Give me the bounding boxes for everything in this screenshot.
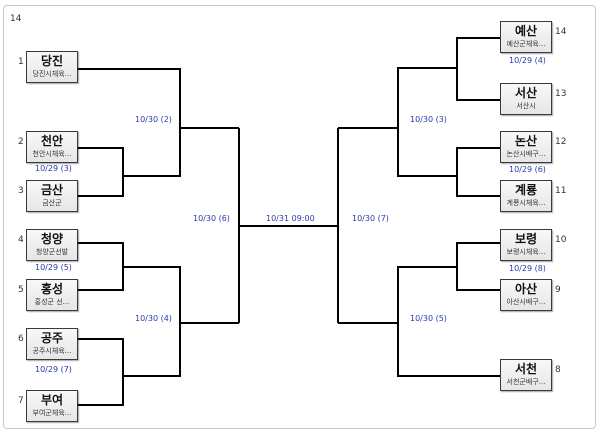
team-name: 공주 (40, 331, 64, 345)
match-date-left-r1-4v5: 10/29 (5) (35, 263, 72, 272)
team-subtitle: 공주시체육... (32, 347, 72, 355)
team-name: 당진 (40, 54, 64, 68)
team-subtitle: 천안시체육... (32, 150, 72, 158)
seed-label: 10 (555, 235, 567, 245)
team-name: 보령 (514, 232, 538, 246)
team-name: 서산 (514, 86, 538, 100)
bracket-frame: 14 (3, 5, 596, 429)
team-box-yesan[interactable]: 예산 예산군체육... (500, 21, 552, 53)
seed-label: 8 (555, 365, 561, 375)
match-date-right-r2-top: 10/30 (3) (410, 115, 447, 124)
match-date-left-r2-bottom: 10/30 (4) (135, 314, 172, 323)
team-subtitle: 예산군체육... (506, 40, 546, 48)
team-name: 계룡 (514, 183, 538, 197)
seed-label: 1 (18, 57, 24, 67)
team-box-cheonan[interactable]: 천안 천안시체육... (26, 131, 78, 163)
team-subtitle: 아산시배구... (506, 298, 546, 306)
team-subtitle: 당진시체육... (32, 70, 72, 78)
team-subtitle: 금산군 (42, 199, 62, 207)
match-date-right-r1-14v13: 10/29 (4) (509, 56, 546, 65)
team-box-boryeong[interactable]: 보령 보령시체육... (500, 229, 552, 261)
team-box-dangjin[interactable]: 당진 당진시체육... (26, 51, 78, 83)
team-name: 홍성 (40, 282, 64, 296)
team-subtitle: 논산시배구... (506, 150, 546, 158)
final-match-time: 10/31 09:00 (266, 214, 315, 223)
team-box-nonsan[interactable]: 논산 논산시배구... (500, 131, 552, 163)
team-name: 예산 (514, 24, 538, 38)
team-name: 서천 (514, 362, 538, 376)
team-box-geumsan[interactable]: 금산 금산군 (26, 180, 78, 212)
team-subtitle: 서천군배구... (506, 378, 546, 386)
seed-label: 14 (555, 27, 567, 37)
seed-label: 9 (555, 285, 561, 295)
team-subtitle: 부여군체육... (32, 409, 72, 417)
team-name: 아산 (514, 282, 538, 296)
team-name: 부여 (40, 393, 64, 407)
team-name: 천안 (40, 134, 64, 148)
match-date-left-r1-2v3: 10/29 (3) (35, 164, 72, 173)
team-subtitle: 서산시 (516, 102, 536, 110)
match-date-right-r1-12v11: 10/29 (6) (509, 165, 546, 174)
seed-label: 13 (555, 89, 567, 99)
match-date-right-semifinal: 10/30 (7) (352, 214, 389, 223)
team-box-buyeo[interactable]: 부여 부여군체육... (26, 390, 78, 422)
team-subtitle: 청양군선발 (35, 248, 69, 256)
team-box-seocheon[interactable]: 서천 서천군배구... (500, 359, 552, 391)
team-name: 논산 (514, 134, 538, 148)
team-subtitle: 보령시체육... (506, 248, 546, 256)
team-box-seosan[interactable]: 서산 서산시 (500, 83, 552, 115)
team-box-gyeryong[interactable]: 계룡 계룡시체육... (500, 180, 552, 212)
seed-label: 11 (555, 186, 567, 196)
seed-label: 5 (18, 285, 24, 295)
seed-label: 2 (18, 137, 24, 147)
seed-label: 6 (18, 334, 24, 344)
team-subtitle: 홍성군 선... (34, 298, 70, 306)
match-date-left-r2-top: 10/30 (2) (135, 115, 172, 124)
seed-label: 12 (555, 137, 567, 147)
team-box-cheongyang[interactable]: 청양 청양군선발 (26, 229, 78, 261)
seed-label: 7 (18, 396, 24, 406)
corner-label: 14 (10, 14, 22, 24)
seed-label: 4 (18, 235, 24, 245)
match-date-right-r2-bottom: 10/30 (5) (410, 314, 447, 323)
match-date-left-semifinal: 10/30 (6) (193, 214, 230, 223)
seed-label: 3 (18, 186, 24, 196)
match-date-left-r1-6v7: 10/29 (7) (35, 365, 72, 374)
team-subtitle: 계룡시체육... (506, 199, 546, 207)
team-box-gongju[interactable]: 공주 공주시체육... (26, 328, 78, 360)
team-box-hongseong[interactable]: 홍성 홍성군 선... (26, 279, 78, 311)
team-name: 금산 (40, 183, 64, 197)
team-box-asan[interactable]: 아산 아산시배구... (500, 279, 552, 311)
match-date-right-r1-10v9: 10/29 (8) (509, 264, 546, 273)
team-name: 청양 (40, 232, 64, 246)
